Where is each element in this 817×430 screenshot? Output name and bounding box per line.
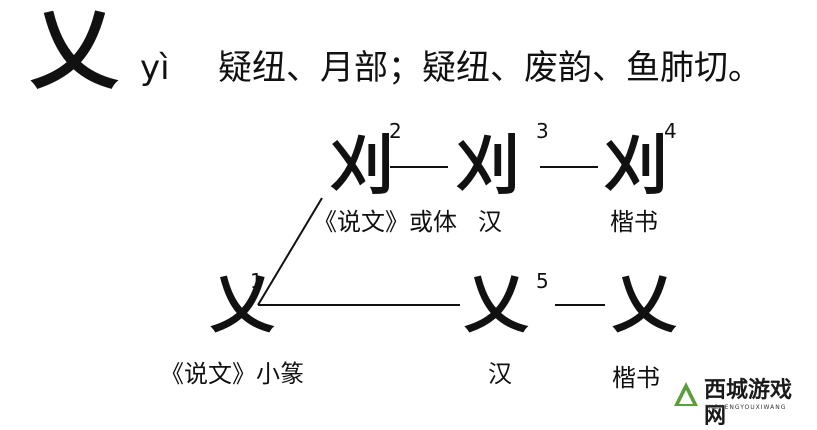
form-6-glyph: 乂 — [612, 268, 676, 342]
watermark-logo-icon — [674, 382, 698, 406]
form-2-glyph: 刈 — [330, 130, 394, 204]
form-1-label: 《说文》小篆 — [160, 360, 304, 388]
form-1-glyph: 乂 — [210, 268, 274, 342]
form-2-label: 《说文》或体 — [313, 208, 457, 236]
form-6-label: 楷书 — [612, 364, 660, 392]
form-5-label: 汉 — [488, 360, 512, 388]
form-3-glyph: 刈 — [456, 130, 520, 204]
watermark: 西城游戏网 XICHENGYOUXIWANG — [672, 378, 812, 429]
form-2-number: 2 — [389, 119, 402, 143]
form-3-label: 汉 — [478, 208, 502, 236]
form-4-glyph: 刈 — [604, 130, 668, 204]
form-5-number: 5 — [536, 269, 549, 293]
connector-1-2 — [257, 197, 323, 306]
form-1-number: 1 — [250, 269, 263, 293]
form-5-glyph: 乂 — [464, 268, 528, 342]
definition: 疑纽、月部；疑纽、废韵、鱼肺切。 — [218, 48, 762, 88]
head-character: 乂 — [30, 0, 119, 101]
watermark-subtitle: XICHENGYOUXIWANG — [706, 404, 787, 411]
form-3-number: 3 — [536, 119, 549, 143]
form-4-number: 4 — [664, 119, 677, 143]
form-4-label: 楷书 — [610, 208, 658, 236]
pinyin: yì — [140, 48, 170, 88]
connector-lines — [257, 166, 605, 306]
